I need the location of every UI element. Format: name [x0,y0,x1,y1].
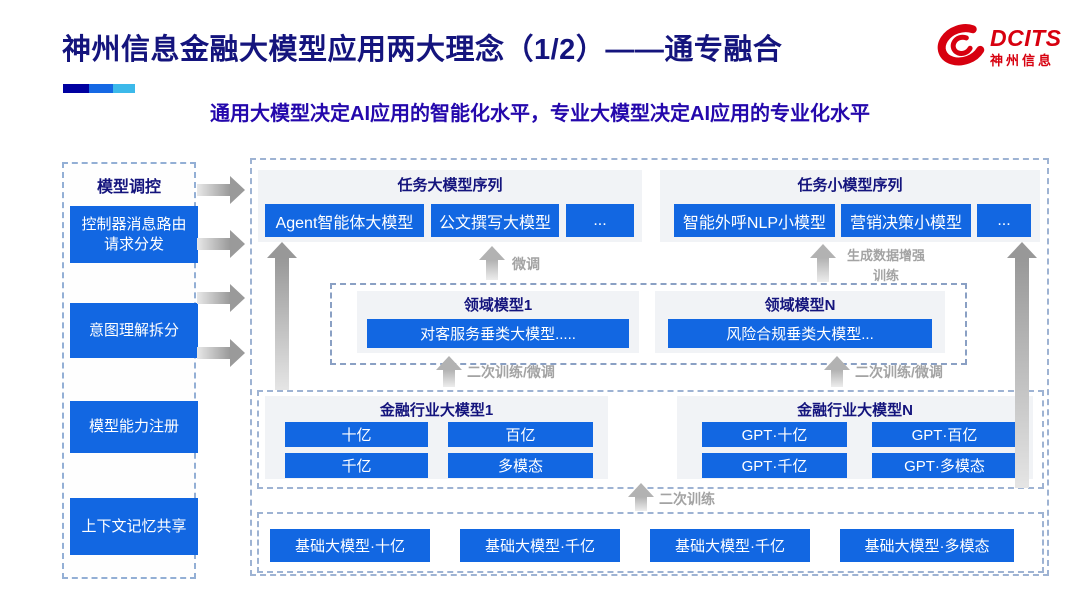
base-models-frame: 基础大模型·十亿 基础大模型·千亿 基础大模型·千亿 基础大模型·多模态 [257,512,1044,573]
sidebar-item-context: 上下文记忆共享 [70,498,198,555]
logo-brand-text: DCITS [990,25,1062,51]
slide-subtitle: 通用大模型决定AI应用的智能化水平，专业大模型决定AI应用的专业化水平 [210,103,870,125]
domain-group-n-title: 领域模型N [764,297,836,314]
task-large-group-title: 任务大模型序列 [397,177,503,194]
model-box-risk-compliance: 风险合规垂类大模型... [668,319,932,348]
accent-bar-segment-blue [89,84,113,93]
domain-group-n: 领域模型N 风险合规垂类大模型... [655,291,945,353]
model-box-document: 公文撰写大模型 [431,204,559,237]
main-diagram-frame [250,158,1049,576]
model-control-panel: 模型调控 控制器消息路由请求分发 意图理解拆分 模型能力注册 上下文记忆共享 [62,162,198,579]
model-box-more-small: ... [977,204,1031,237]
model-box-100b: 千亿 [285,453,428,478]
flow-arrow-right-1 [197,176,245,204]
sidebar-item-register: 模型能力注册 [70,401,198,453]
task-large-model-group: 任务大模型序列 Agent智能体大模型 公文撰写大模型 ... [258,170,642,242]
domain-group-1-title: 领域模型1 [463,297,533,314]
fine-tune-arrow [479,246,505,280]
base-model-100b-b: 基础大模型·千亿 [650,529,810,562]
sidebar-item-intent: 意图理解拆分 [70,303,198,358]
model-box-nlp-call: 智能外呼NLP小模型 [674,204,835,237]
industry-group-n-title: 金融行业大模型N [797,402,913,419]
industry-group-1: 金融行业大模型1 十亿 百亿 千亿 多模态 [265,396,608,479]
retrain-ft-label-right: 二次训练/微调 [855,364,943,380]
model-box-more-large: ... [566,204,634,237]
page-title: 神州信息金融大模型应用两大理念（1/2）——通专融合 [62,34,783,66]
dcits-swirl-icon [937,24,985,66]
model-box-gpt-multimodal: GPT·多模态 [872,453,1017,478]
task-small-group-title: 任务小模型序列 [797,177,903,194]
accent-bar-segment-dark [63,84,89,93]
industry-group-n: 金融行业大模型N GPT·十亿 GPT·百亿 GPT·千亿 GPT·多模态 [677,396,1033,479]
model-control-title: 模型调控 [96,179,161,196]
model-box-gpt-100b: GPT·千亿 [702,453,847,478]
fine-tune-label: 微调 [512,256,540,272]
data-augment-label: 生成数据增强训练 [846,248,925,284]
domain-group-1: 领域模型1 对客服务垂类大模型..... [357,291,639,353]
flow-arrow-right-3 [197,284,245,312]
base-model-100b-a: 基础大模型·千亿 [460,529,620,562]
model-box-gpt-10b: GPT·百亿 [872,422,1017,447]
logo-company-text: 神州信息 [990,53,1055,68]
model-box-10b: 百亿 [448,422,593,447]
base-model-1b: 基础大模型·十亿 [270,529,430,562]
retrain-arrow [628,483,654,511]
flow-arrow-right-4 [197,339,245,367]
tall-arrow-right [1007,242,1037,488]
dcits-logo: DCITS 神州信息 [932,16,1074,78]
retrain-ft-label-left: 二次训练/微调 [467,364,555,380]
domain-models-frame [330,283,967,365]
retrain-ft-arrow-right [824,356,850,387]
model-box-agent: Agent智能体大模型 [265,204,424,237]
retrain-label: 二次训练 [659,491,715,507]
flow-arrow-right-2 [197,230,245,258]
data-augment-arrow [810,244,836,282]
model-box-customer-service: 对客服务垂类大模型..... [367,319,629,348]
model-box-multimodal: 多模态 [448,453,593,478]
industry-group-1-title: 金融行业大模型1 [379,402,494,419]
retrain-ft-arrow-left [436,356,462,387]
model-box-marketing: 营销决策小模型 [841,204,971,237]
task-small-model-group: 任务小模型序列 智能外呼NLP小模型 营销决策小模型 ... [660,170,1040,242]
accent-bar [63,84,135,93]
base-model-multimodal: 基础大模型·多模态 [840,529,1014,562]
model-box-1b: 十亿 [285,422,428,447]
model-box-gpt-1b: GPT·十亿 [702,422,847,447]
tall-arrow-left [267,242,297,390]
sidebar-item-router: 控制器消息路由请求分发 [70,206,198,263]
accent-bar-segment-cyan [113,84,135,93]
